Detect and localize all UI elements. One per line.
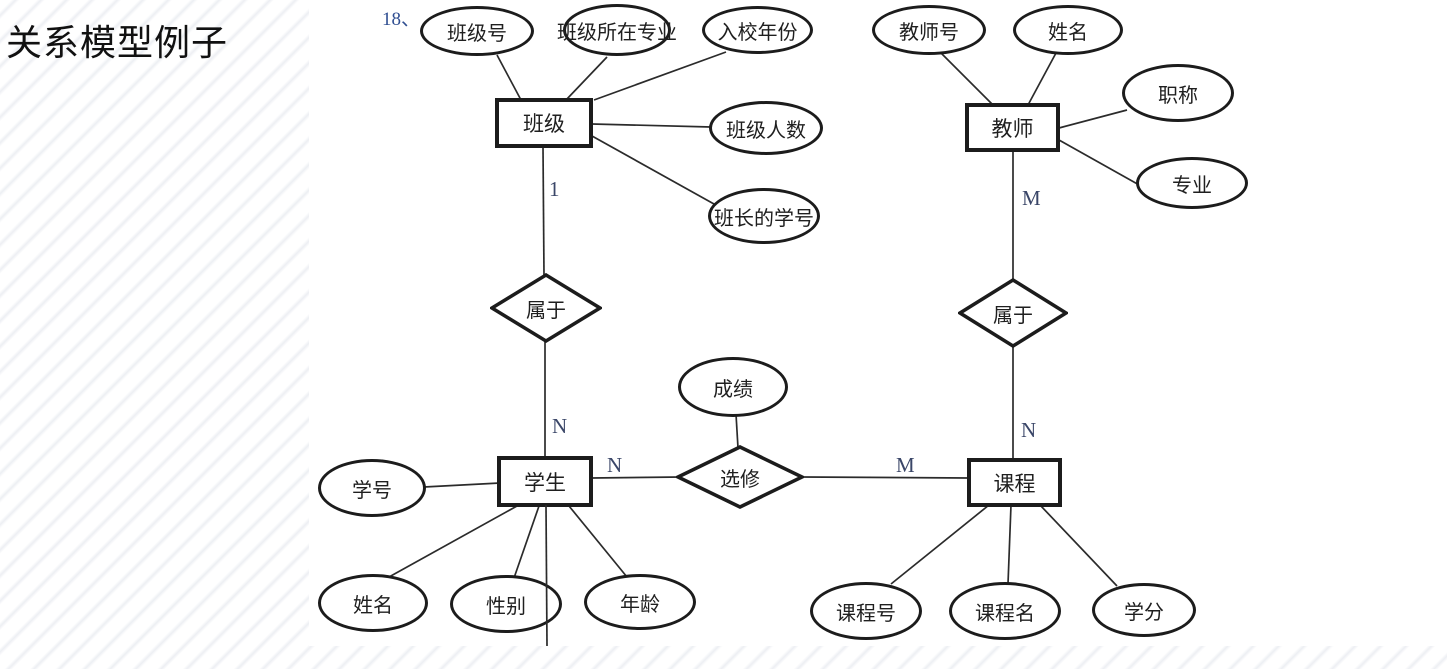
attribute-ellipse-student-id: 学号 — [318, 459, 426, 517]
relationship-elective: 选修 — [676, 445, 804, 509]
connector-line-classsize-class — [591, 123, 712, 128]
entity-course: 课程 — [967, 458, 1062, 507]
connector-line-studentid-student — [423, 482, 501, 488]
connector-line-classmajor-class — [565, 56, 608, 101]
connector-line-course-coursename — [1007, 504, 1012, 585]
relationship-belongs-to-left: 属于 — [490, 273, 602, 343]
connector-line-grade-elective — [735, 413, 739, 449]
connector-line-student-elective — [591, 476, 683, 479]
entity-student: 学生 — [497, 456, 593, 507]
attribute-ellipse-class-number: 班级号 — [420, 6, 534, 56]
connector-line-student-down — [545, 504, 548, 647]
connector-line-class-belongs — [542, 146, 545, 277]
connector-line-student-age — [568, 505, 628, 578]
attribute-ellipse-student-name: 姓名 — [318, 574, 428, 632]
attribute-ellipse-teacher-number: 教师号 — [872, 5, 986, 55]
diamond-shape — [490, 273, 602, 343]
attribute-label: 课程号 — [836, 602, 896, 625]
attribute-label: 班长的学号 — [714, 207, 814, 230]
attribute-ellipse-credits: 学分 — [1092, 583, 1196, 637]
entity-label: 课程 — [993, 472, 1036, 496]
entity-label: 班级 — [523, 113, 565, 136]
attribute-label: 学号 — [352, 479, 392, 502]
attribute-label: 专业 — [1172, 174, 1212, 197]
attribute-label: 职称 — [1158, 84, 1198, 107]
attribute-label: 班级人数 — [726, 119, 806, 142]
relationship-belongs-to-right: 属于 — [958, 278, 1068, 348]
cardinality-label-1: 1 — [549, 177, 560, 201]
attribute-label: 年龄 — [620, 593, 660, 616]
entity-label: 学生 — [524, 471, 566, 495]
attribute-ellipse-course-name: 课程名 — [949, 582, 1061, 640]
attribute-label: 入校年份 — [717, 21, 798, 44]
slide-title: 关系模型例子 — [6, 22, 229, 63]
slide-item-number: 18、 — [382, 9, 421, 30]
diamond-shape — [958, 278, 1068, 348]
diamond-shape — [676, 445, 804, 509]
connector-line-classno-class — [496, 54, 522, 101]
attribute-ellipse-age: 年龄 — [584, 574, 696, 630]
relationship-label: 属于 — [526, 299, 566, 322]
attribute-ellipse-course-number: 课程号 — [810, 582, 922, 640]
cardinality-label-m-teacher-belongs: M — [1022, 186, 1041, 210]
connector-line-major-teacher — [1058, 139, 1142, 187]
connector-line-teacherno-teacher — [940, 52, 994, 106]
attribute-ellipse-teacher-name: 姓名 — [1013, 5, 1123, 55]
attribute-label: 教师号 — [899, 21, 959, 44]
attribute-label: 姓名 — [1048, 21, 1088, 44]
cardinality-label-n-belongs-student: N — [552, 414, 568, 438]
connector-line-student-gender — [513, 505, 540, 579]
relationship-label: 属于 — [993, 304, 1033, 327]
connector-line-name-teacher — [1027, 52, 1057, 106]
entity-teacher: 教师 — [965, 103, 1060, 152]
entity-label: 教师 — [991, 117, 1034, 141]
connector-line-monitorid-class — [591, 135, 715, 205]
cardinality-label-n-belongs-course: N — [1021, 418, 1037, 442]
attribute-ellipse-gender: 性别 — [450, 575, 562, 633]
attribute-ellipse-major: 专业 — [1136, 157, 1248, 209]
attribute-ellipse-rank: 职称 — [1122, 64, 1234, 122]
connector-line-entryyear-class — [593, 51, 727, 101]
relationship-label: 选修 — [720, 468, 760, 491]
connector-line-student-name — [388, 505, 518, 578]
attribute-ellipse-class-major: 班级所在专业 — [557, 4, 677, 56]
attribute-label: 学分 — [1124, 601, 1164, 624]
attribute-label: 班级所在专业 — [557, 21, 677, 44]
connector-line-elective-course — [801, 476, 969, 479]
entity-class: 班级 — [495, 98, 593, 148]
attribute-label: 班级号 — [447, 22, 507, 45]
connector-line-course-courseno — [890, 504, 990, 585]
connector-line-course-credits — [1039, 504, 1118, 587]
attribute-ellipse-entry-year: 入校年份 — [702, 6, 813, 54]
attribute-ellipse-class-size: 班级人数 — [709, 101, 823, 155]
attribute-ellipse-monitor-id: 班长的学号 — [708, 188, 820, 244]
attribute-label: 课程名 — [975, 602, 1035, 625]
attribute-label: 姓名 — [353, 594, 393, 617]
attribute-label: 成绩 — [713, 378, 753, 401]
attribute-ellipse-grade: 成绩 — [678, 357, 788, 417]
cardinality-label-m-elective-course: M — [896, 453, 915, 477]
connector-line-rank-teacher — [1058, 109, 1128, 129]
attribute-label: 性别 — [486, 595, 526, 618]
cardinality-label-n-student-elective: N — [607, 453, 623, 477]
